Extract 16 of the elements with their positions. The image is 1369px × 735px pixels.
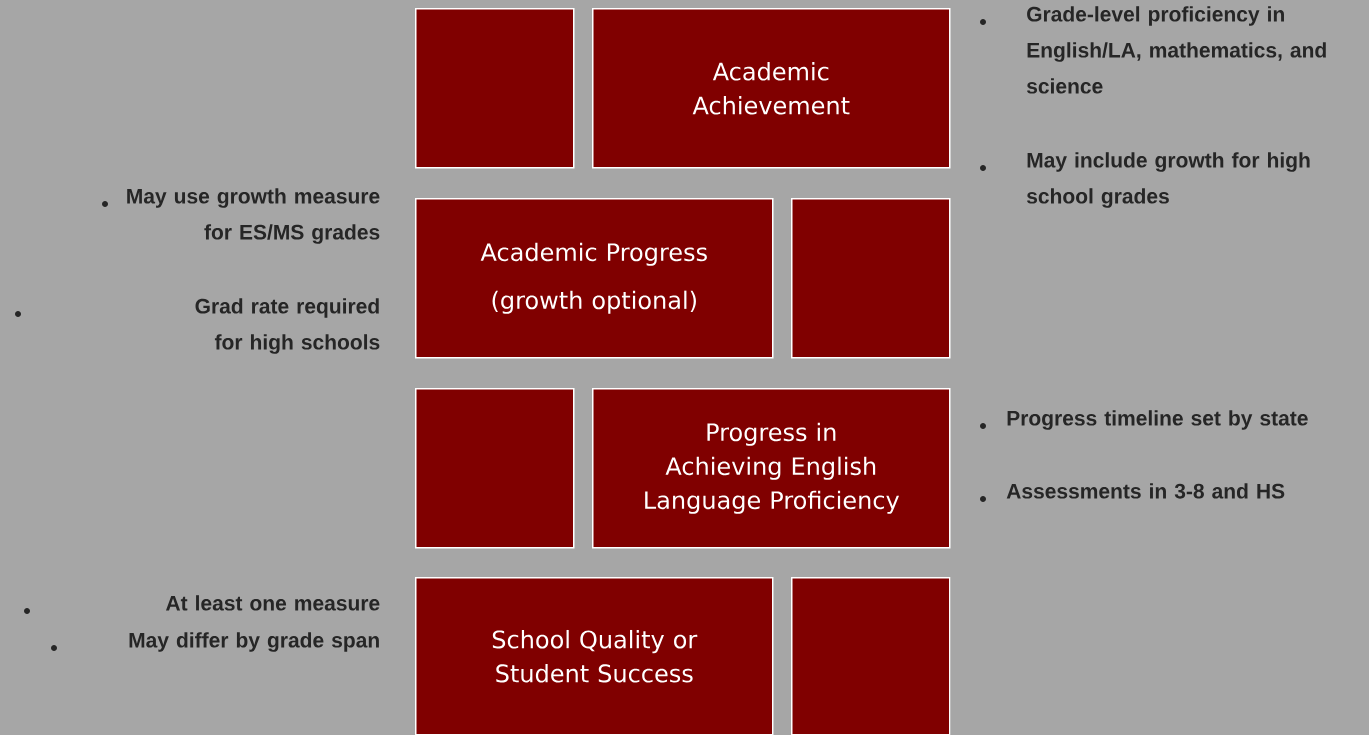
empty-box — [415, 8, 575, 169]
category-box: School Quality or Student Success — [415, 577, 774, 735]
category-box: Academic Achievement — [592, 8, 951, 169]
note-text: Grad rate required for high schools — [195, 298, 380, 354]
category-box: Progress in Achieving English Language Proficiency — [592, 388, 951, 549]
note-text: At least one measure — [166, 595, 380, 611]
note-text: Progress timeline set by state — [1007, 410, 1308, 430]
note-text: May differ by grade span — [129, 632, 379, 652]
empty-box — [791, 577, 951, 735]
note-text: May include growth for high school grades — [1026, 152, 1310, 208]
note-text: Grade-level proficiency in English/LA, mathematics, and science — [1026, 6, 1326, 94]
empty-box — [791, 198, 951, 359]
category-box: Academic Progress (growth optional) — [415, 198, 774, 359]
note-text: Assessments in 3-8 and HS — [1006, 483, 1285, 499]
note-text: May use growth measure for ES/MS grades — [127, 188, 380, 244]
empty-box — [415, 388, 575, 549]
